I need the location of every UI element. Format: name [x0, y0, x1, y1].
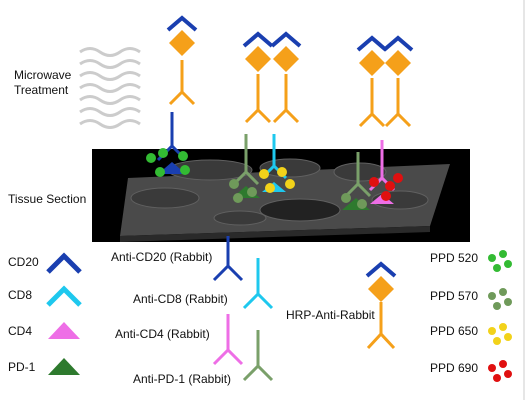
- target-cd4-label: CD4: [8, 324, 32, 338]
- hrp-enzyme-icon: [368, 276, 394, 302]
- pd1-antigen-icon: [48, 358, 80, 375]
- target-cd8-label: CD8: [8, 288, 32, 302]
- target-cd8: CD8: [8, 285, 82, 307]
- target-cd4: CD4: [8, 322, 80, 339]
- fluorophores-legend: PPD 520 PPD 570 PPD 650 PPD 690: [430, 250, 512, 382]
- tissue-section: [92, 149, 470, 242]
- bound-complex-cd20: [146, 15, 198, 177]
- bound-complex-cd4-pd1: [341, 35, 414, 210]
- antibody-anti-cd8-label: Anti-CD8 (Rabbit): [133, 292, 228, 306]
- microwave-label-line2: Treatment: [14, 83, 69, 97]
- antibody-anti-cd4-label: Anti-CD4 (Rabbit): [115, 327, 210, 341]
- target-pd1: PD-1: [8, 358, 80, 375]
- anti-pd1-antibody-icon: [242, 363, 274, 382]
- hrp-antibody-icon: [366, 331, 396, 350]
- fluor-ppd570: PPD 570: [430, 288, 512, 310]
- antibody-anti-cd4: Anti-CD4 (Rabbit): [115, 314, 244, 366]
- ppd570-fluor-icon: [488, 288, 512, 310]
- microwave-waves-icon: [79, 47, 141, 129]
- fluor-ppd690: PPD 690: [430, 360, 512, 382]
- fluor-ppd520: PPD 520: [430, 250, 512, 272]
- bound-complex-cd8-pd1: [229, 31, 302, 203]
- hrp-legend: HRP-Anti-Rabbit: [286, 261, 397, 350]
- anti-cd8-antibody-icon: [242, 291, 274, 310]
- fluor-ppd690-label: PPD 690: [430, 361, 478, 375]
- tissue-section-label: Tissue Section: [8, 192, 86, 206]
- fluor-ppd570-label: PPD 570: [430, 289, 478, 303]
- microwave-label-line1: Microwave: [14, 68, 72, 82]
- fluor-ppd650: PPD 650: [430, 323, 512, 345]
- ppd690-fluor-icon: [488, 360, 512, 382]
- ppd520-fluor-icon: [488, 250, 512, 272]
- cd8-antigen-icon: [46, 285, 82, 307]
- antibody-anti-cd8: Anti-CD8 (Rabbit): [133, 258, 274, 310]
- antibody-anti-cd20: Anti-CD20 (Rabbit): [111, 236, 244, 282]
- targets-legend: CD20 CD8 CD4 PD-1: [8, 252, 82, 375]
- hrp-label: HRP-Anti-Rabbit: [286, 308, 375, 322]
- hrp-cap-icon: [365, 261, 397, 278]
- antibody-anti-pd1-label: Anti-PD-1 (Rabbit): [133, 372, 231, 386]
- fluor-ppd520-label: PPD 520: [430, 251, 478, 265]
- antibodies-legend: Anti-CD20 (Rabbit) Anti-CD8 (Rabbit) Ant…: [111, 236, 274, 386]
- antibody-anti-cd20-label: Anti-CD20 (Rabbit): [111, 250, 212, 264]
- target-pd1-label: PD-1: [8, 360, 36, 374]
- cd20-antigen-icon: [46, 252, 82, 274]
- cd4-antigen-icon: [48, 322, 80, 339]
- target-cd20-label: CD20: [8, 255, 39, 269]
- anti-cd4-antibody-icon: [212, 347, 244, 366]
- anti-cd20-antibody-icon: [212, 263, 244, 282]
- antibody-anti-pd1: Anti-PD-1 (Rabbit): [133, 330, 274, 386]
- ppd650-fluor-icon: [488, 323, 512, 345]
- fluor-ppd650-label: PPD 650: [430, 324, 478, 338]
- target-cd20: CD20: [8, 252, 82, 274]
